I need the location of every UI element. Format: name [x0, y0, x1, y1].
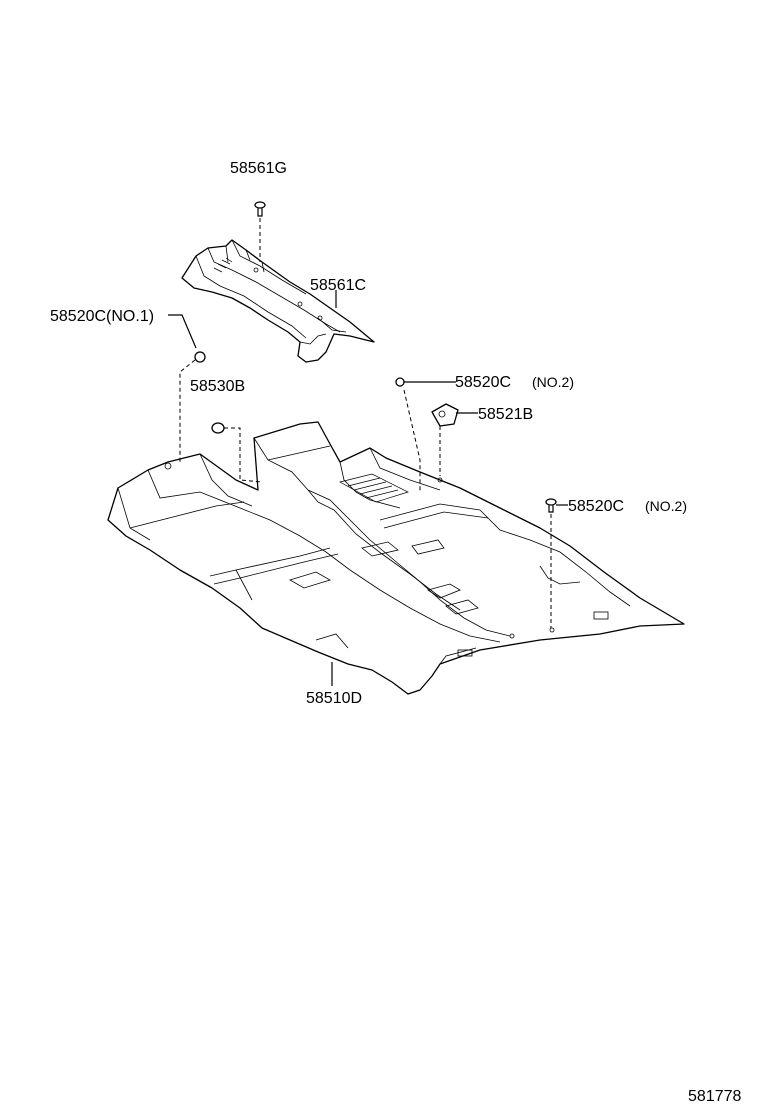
insulator-panel-58561c — [181, 239, 375, 363]
label-58520c-upper: 58520C — [455, 374, 511, 391]
label-58530b: 58530B — [190, 378, 245, 395]
plug-58530b — [211, 422, 263, 483]
label-58561c: 58561C — [310, 277, 366, 294]
clip-58520c-no1 — [179, 351, 206, 462]
retainer-58521b — [431, 403, 459, 476]
label-58561g: 58561G — [230, 160, 287, 177]
floor-carpet-58510d — [107, 421, 685, 695]
label-58520c-lower: 58520C — [568, 498, 624, 515]
figure-id: 581778 — [688, 1088, 741, 1105]
note-no2-upper: (NO.2) — [532, 374, 574, 390]
label-58520c-no1: 58520C(NO.1) — [50, 308, 154, 325]
leader-58520c-no1 — [168, 314, 197, 349]
label-58521b: 58521B — [478, 406, 533, 423]
clip-58561g — [254, 201, 266, 262]
label-58510d: 58510D — [306, 690, 362, 707]
clip-58520c-no2-lower — [545, 498, 557, 628]
note-no2-lower: (NO.2) — [645, 498, 687, 514]
